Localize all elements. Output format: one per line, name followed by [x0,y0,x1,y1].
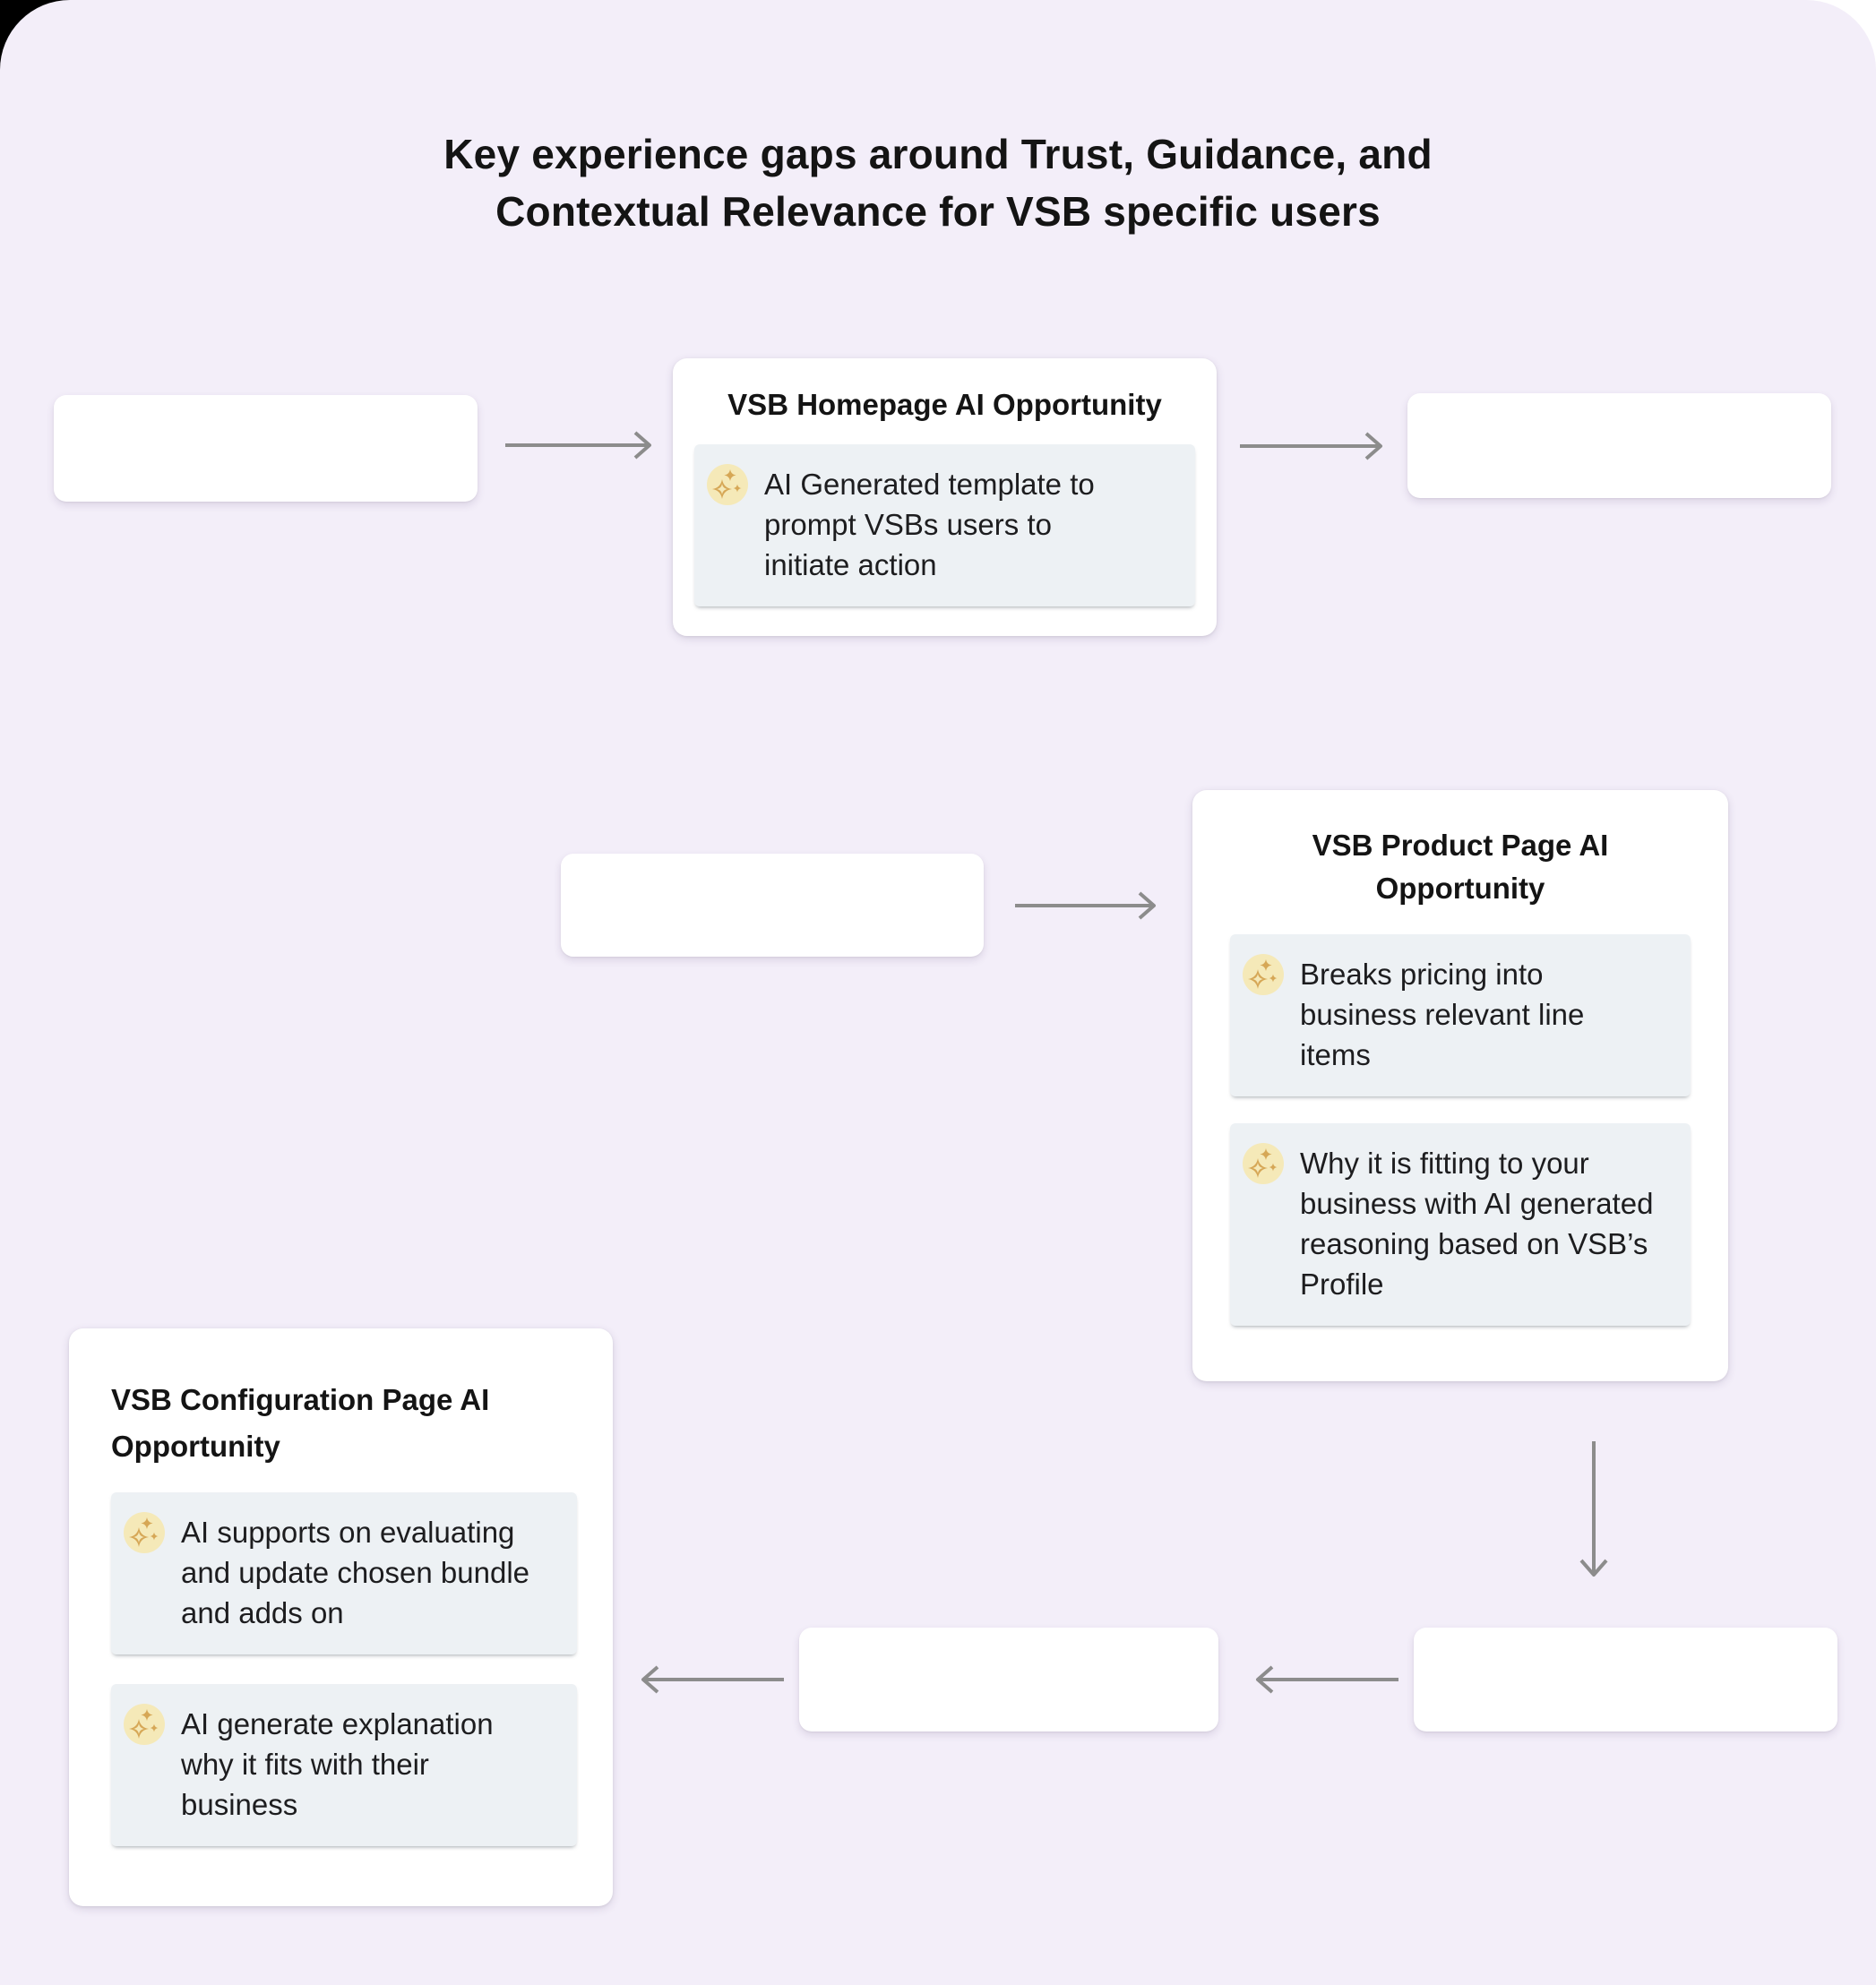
sparkles-icon [1243,954,1284,995]
arrow-right-icon [1240,432,1382,460]
card-vsb-homepage-ai-opportunity[interactable]: VSB Homepage AI Opportunity AI Generated… [673,358,1217,636]
sparkles-icon [124,1512,165,1553]
chip-text: AI Generated template to prompt VSBs use… [764,468,1095,581]
placeholder-box-1[interactable] [54,395,478,502]
card-vsb-product-page-ai-opportunity[interactable]: VSB Product Page AI Opportunity Breaks p… [1192,790,1728,1381]
card-vsb-configuration-page-ai-opportunity[interactable]: VSB Configuration Page AI Opportunity AI… [69,1328,613,1906]
diagram-title-line1: Key experience gaps around Trust, Guidan… [443,131,1433,177]
chip-text: AI generate explanation why it fits with… [181,1707,494,1821]
card-title: VSB Product Page AI Opportunity [1312,829,1609,905]
arrow-down-icon [1579,1441,1608,1577]
arrow-right-icon [1015,891,1156,920]
chip-text: Why it is fitting to your business with … [1300,1147,1654,1301]
placeholder-box-2[interactable] [1407,393,1831,498]
card-title: VSB Configuration Page AI Opportunity [111,1383,490,1463]
ai-feature-chip: Why it is fitting to your business with … [1230,1123,1691,1326]
chip-text: AI supports on evaluating and update cho… [181,1516,530,1629]
chip-text: Breaks pricing into business relevant li… [1300,958,1585,1071]
sparkles-icon [1243,1143,1284,1184]
sparkles-icon [124,1704,165,1745]
placeholder-box-3[interactable] [561,854,984,957]
sparkles-icon [707,464,748,505]
placeholder-box-5[interactable] [1414,1628,1837,1732]
diagram-title: Key experience gaps around Trust, Guidan… [0,125,1876,240]
ai-feature-chip: AI Generated template to prompt VSBs use… [694,444,1195,606]
arrow-right-icon [505,431,651,460]
ai-feature-chip: AI supports on evaluating and update cho… [111,1492,577,1654]
diagram-title-line2: Contextual Relevance for VSB specific us… [495,188,1381,235]
placeholder-box-4[interactable] [799,1628,1218,1732]
card-title: VSB Homepage AI Opportunity [727,388,1162,421]
ai-feature-chip: Breaks pricing into business relevant li… [1230,934,1691,1096]
arrow-left-icon [641,1665,784,1694]
arrow-left-icon [1256,1665,1398,1694]
ai-feature-chip: AI generate explanation why it fits with… [111,1684,577,1846]
